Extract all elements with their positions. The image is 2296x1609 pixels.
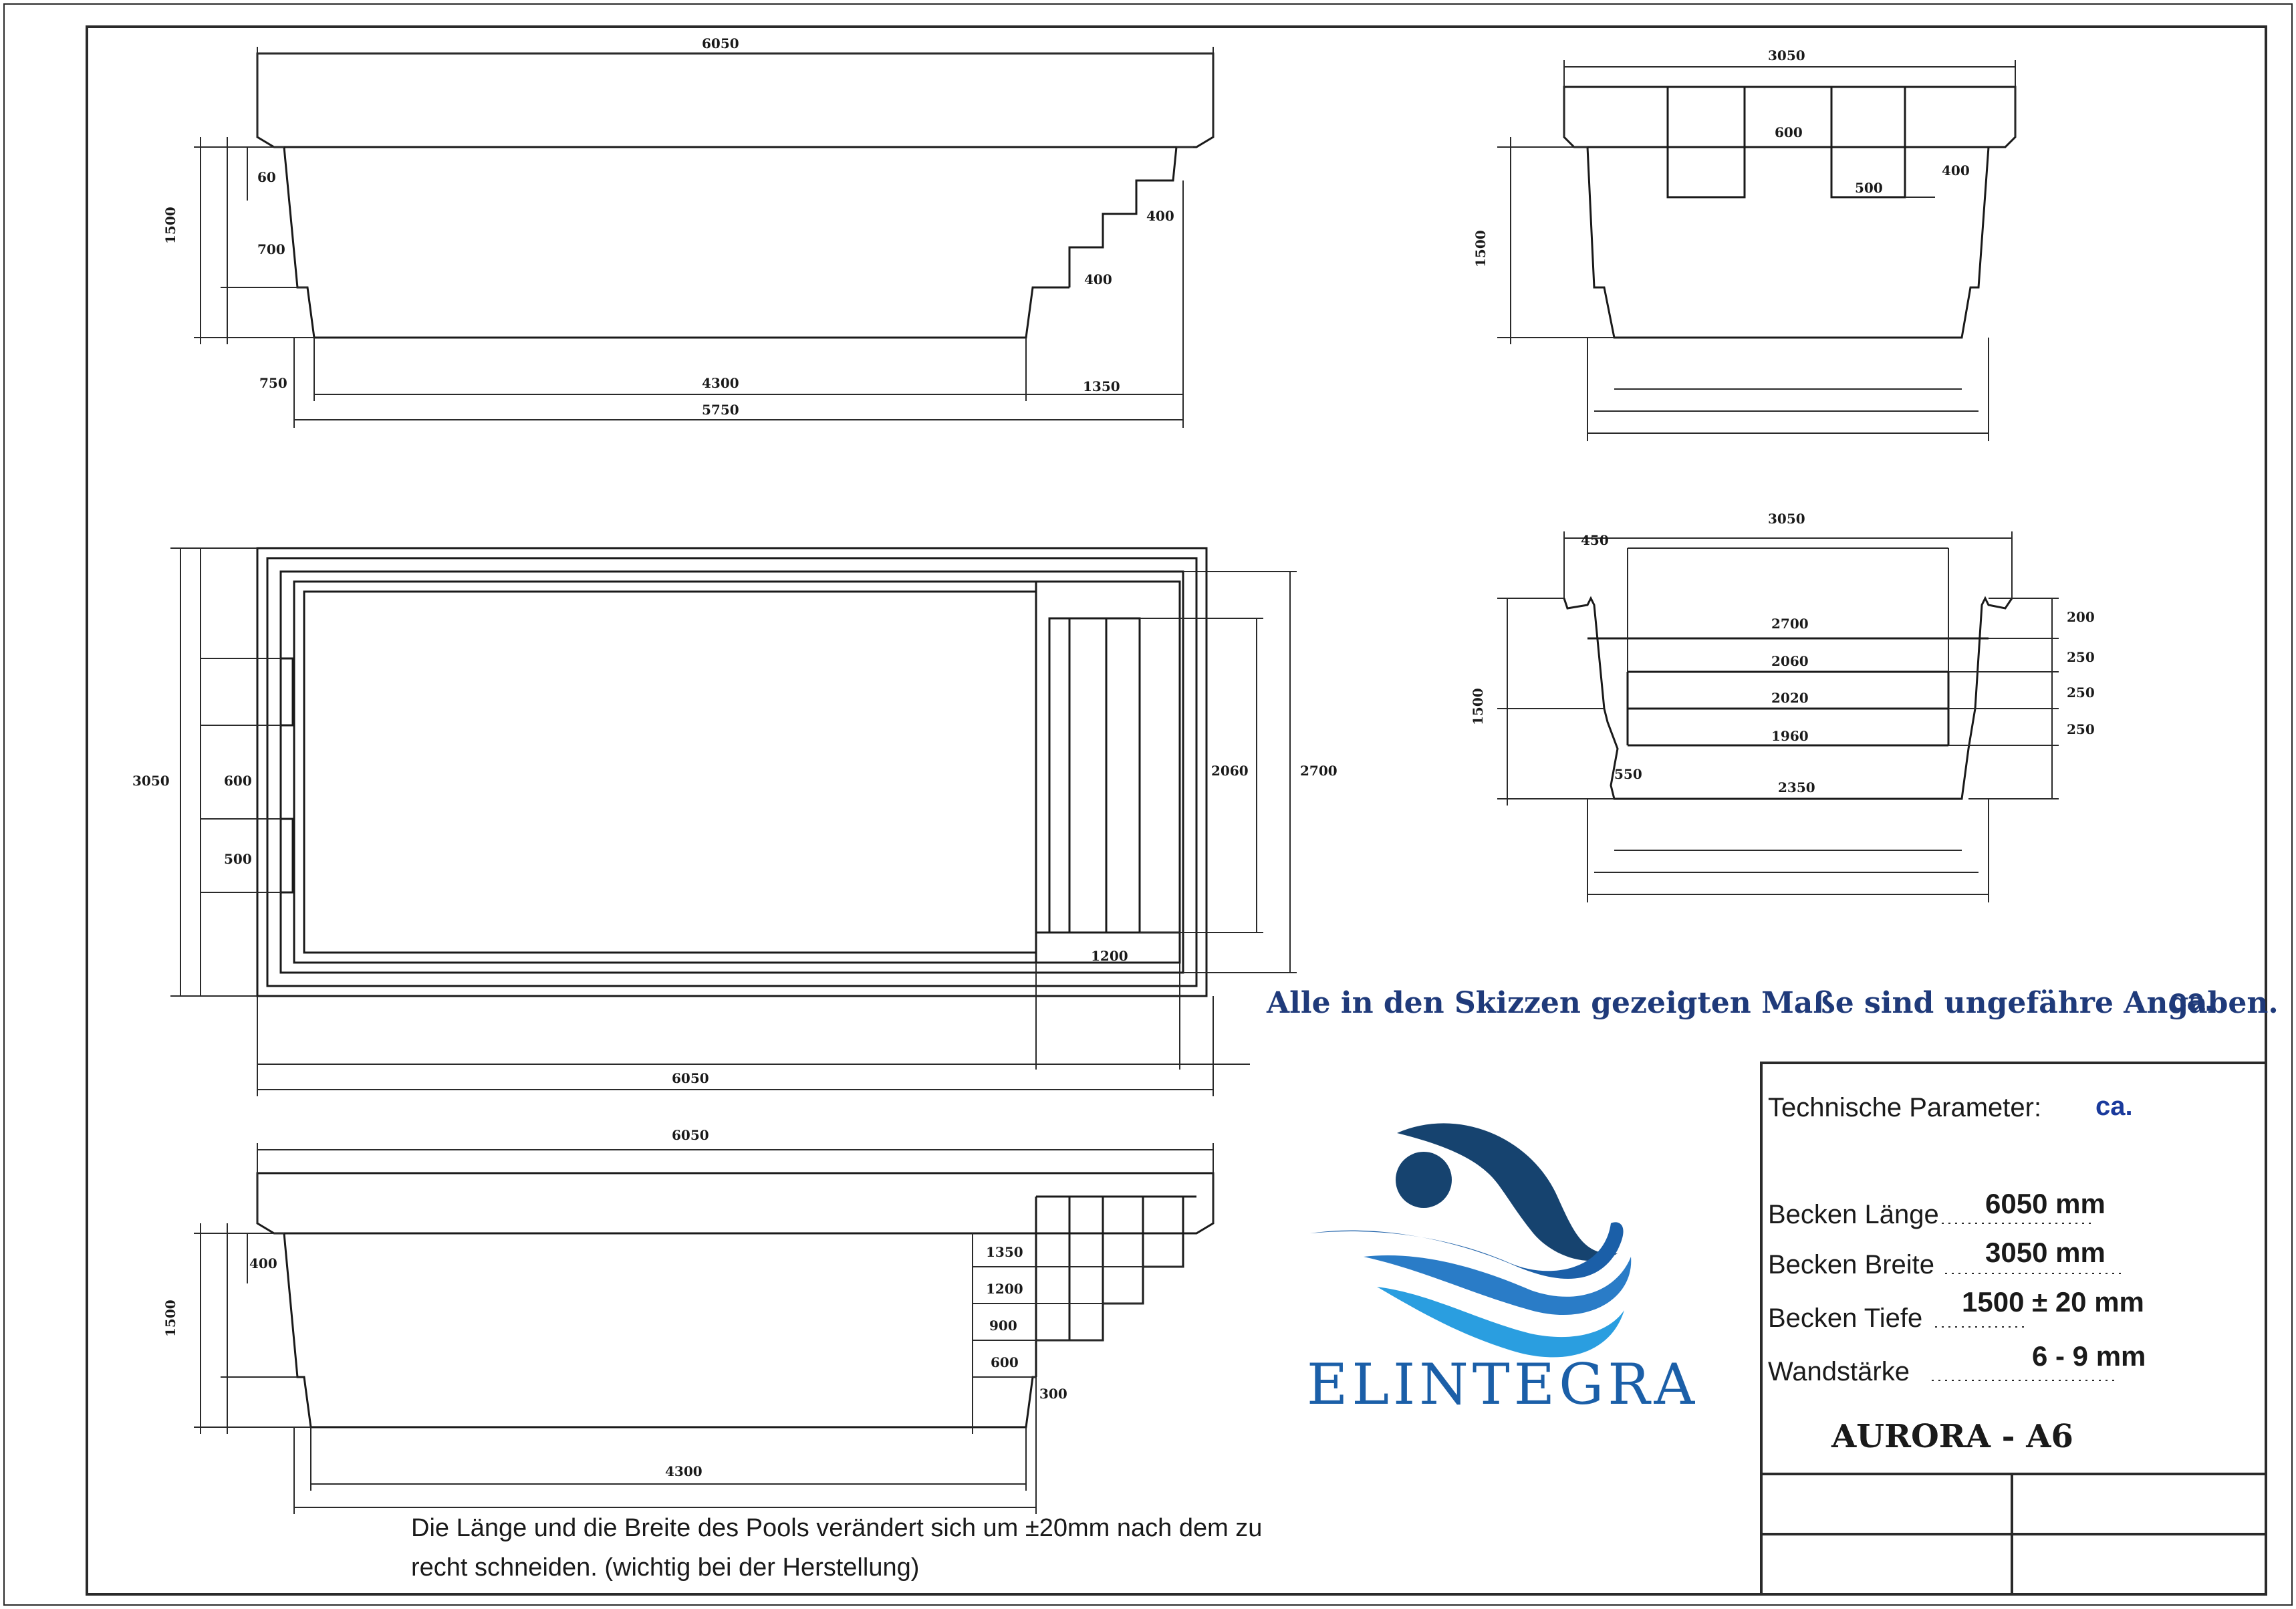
side-bottom-step-1: 1350	[986, 1244, 1023, 1260]
plan-inner-width: 2700	[1300, 763, 1337, 779]
steps-rise-3: 250	[2067, 685, 2095, 701]
steps-corner: 550	[1614, 766, 1642, 782]
param-label-wand: Wandstärke	[1768, 1357, 1910, 1386]
title-block: Technische Parameter: ca. Becken Länge 6…	[1760, 1062, 2267, 1596]
side-top-inner-length: 5750	[702, 402, 739, 418]
side-bottom-total-length: 6050	[672, 1127, 709, 1143]
steps-level-4: 1960	[1771, 728, 1809, 744]
param-label-laenge: Becken Länge	[1768, 1200, 1939, 1229]
steps-floor-width: 2350	[1778, 779, 1815, 795]
steps-width: 3050	[1768, 511, 1805, 527]
plan-total-length: 6050	[672, 1070, 709, 1086]
plan-view: 3050 600 500 2060 2700 1200 6050	[132, 547, 1337, 1096]
side-bottom-depth: 1500	[162, 1299, 178, 1337]
side-bottom-rim: 400	[249, 1255, 277, 1271]
model-name: AURORA - A6	[1831, 1418, 2073, 1455]
side-view-top: 6050 1500 60 700 750 400 400 4300 1350 5…	[162, 35, 1215, 428]
footer-note-line1: Die Länge und die Breite des Pools verän…	[411, 1514, 1262, 1542]
param-label-tiefe: Becken Tiefe	[1768, 1304, 1922, 1333]
steps-rim: 450	[1581, 532, 1609, 548]
side-top-floor-length: 4300	[702, 375, 739, 391]
side-top-depth: 1500	[162, 207, 178, 244]
tech-params-ca: ca.	[2095, 1092, 2133, 1121]
side-bottom-step-4: 600	[991, 1354, 1019, 1370]
logo-head	[1396, 1152, 1452, 1208]
plan-step-depth: 1200	[1091, 948, 1128, 964]
tech-params-heading: Technische Parameter:	[1768, 1093, 2041, 1122]
end-top-skimmer-width: 600	[1775, 124, 1803, 140]
steps-level-2: 2060	[1771, 653, 1809, 669]
footer-note-line2: recht schneiden. (wichtig bei der Herste…	[411, 1554, 919, 1582]
side-bottom-step-3: 900	[989, 1318, 1017, 1334]
side-top-upper-depth: 700	[257, 241, 285, 257]
side-view-bottom: 6050 1500 400 1350 1200 900 600 300 4300	[162, 1127, 1215, 1514]
approx-ca: ca.	[2169, 983, 2214, 1018]
side-bottom-floor-length: 4300	[665, 1463, 703, 1479]
approx-note: Alle in den Skizzen gezeigten Maße sind …	[1266, 986, 2279, 1020]
param-value-wand: 6 - 9 mm	[2032, 1340, 2146, 1372]
end-top-skimmer-height: 400	[1942, 162, 1970, 178]
steps-rise-4: 250	[2067, 721, 2095, 737]
side-top-lower-step: 750	[259, 375, 287, 391]
side-top-step-zone: 1350	[1083, 378, 1120, 394]
plan-width: 3050	[132, 773, 170, 789]
param-value-laenge: 6050 mm	[1985, 1188, 2106, 1219]
elintegra-logo: ELINTEGRA	[1307, 1123, 1698, 1417]
steps-level-1: 2700	[1771, 616, 1809, 632]
logo-brand-text: ELINTEGRA	[1307, 1352, 1698, 1417]
side-bottom-step-rise: 300	[1039, 1386, 1067, 1402]
plan-step-width: 2060	[1211, 763, 1249, 779]
outer-frame	[3, 3, 2293, 1606]
side-top-step-rise-2: 400	[1084, 271, 1112, 287]
end-top-depth: 1500	[1473, 230, 1489, 267]
end-view-steps: 3050 450 1500 2700 2060 2020 1960 200 25…	[1470, 511, 2095, 902]
steps-rise-2: 250	[2067, 649, 2095, 665]
end-top-skimmer-offset: 500	[1855, 180, 1883, 196]
steps-level-3: 2020	[1771, 690, 1809, 706]
param-label-breite: Becken Breite	[1768, 1250, 1934, 1279]
end-top-width: 3050	[1768, 47, 1805, 64]
param-value-tiefe: 1500 ± 20 mm	[1962, 1286, 2144, 1318]
side-top-rim: 60	[257, 169, 276, 185]
plan-skimmer-offset: 500	[224, 851, 252, 867]
drawing-frame	[86, 25, 2267, 1596]
steps-rise-1: 200	[2067, 609, 2095, 625]
plan-skimmer-spacing: 600	[224, 773, 252, 789]
side-top-step-rise-1: 400	[1146, 208, 1174, 224]
side-top-total-length: 6050	[702, 35, 739, 51]
end-view-top: 3050 1500 600 400 500	[1473, 47, 2017, 441]
steps-depth: 1500	[1470, 688, 1486, 725]
side-bottom-step-2: 1200	[986, 1281, 1023, 1297]
param-value-breite: 3050 mm	[1985, 1237, 2106, 1268]
